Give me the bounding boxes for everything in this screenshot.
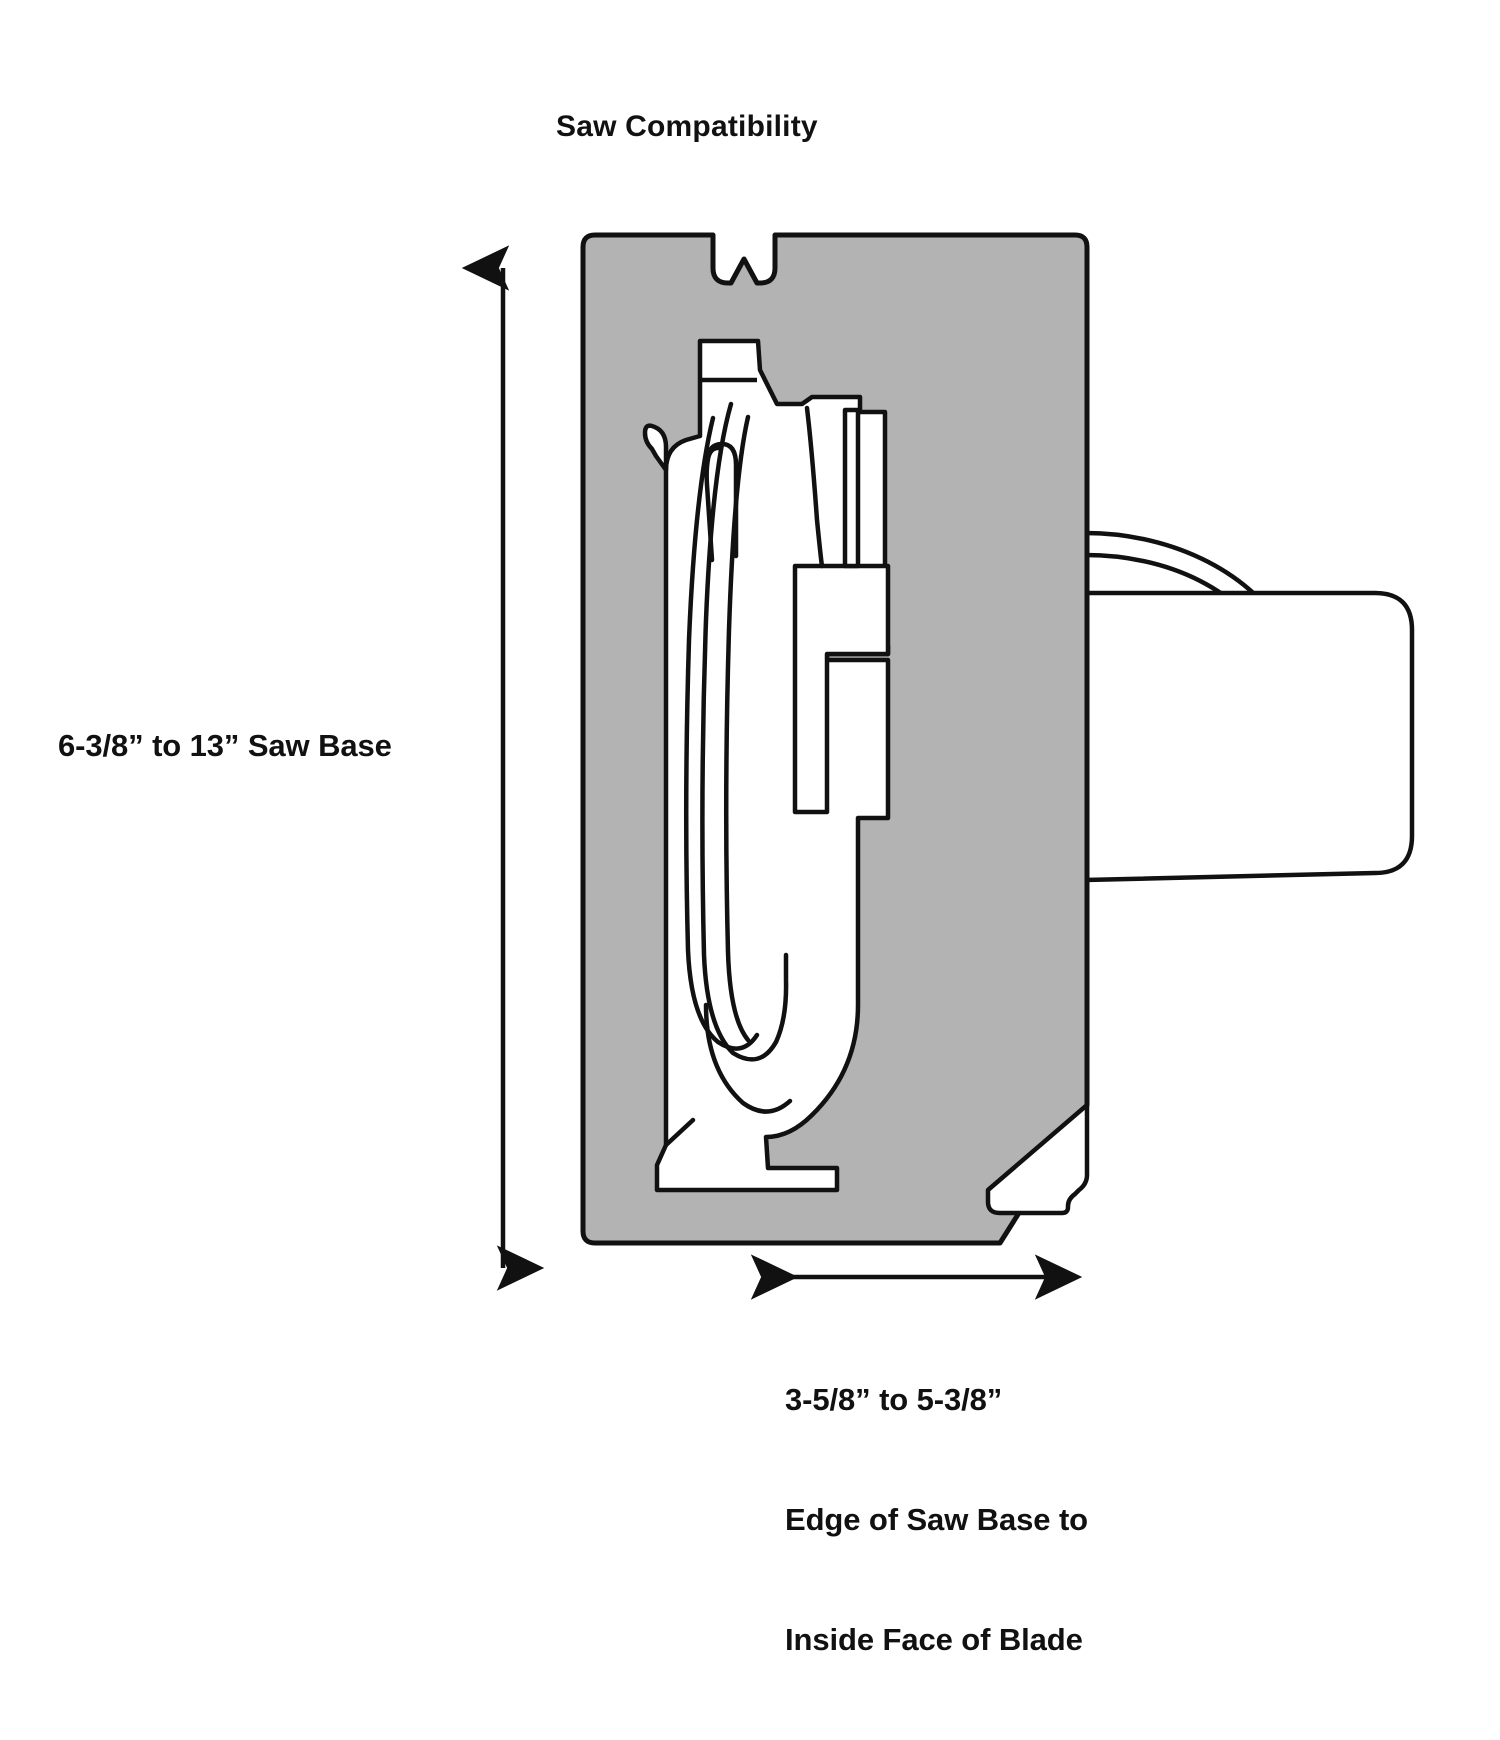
arbor-lobe-outline — [704, 441, 739, 559]
saw-blade-assembly-group — [642, 338, 891, 1193]
guard-lower-curve — [703, 1002, 793, 1114]
blade-inner-line-1 — [683, 415, 760, 1051]
horizontal-dimension-caption: 3-5/8” to 5-3/8” Edge of Saw Base to Ins… — [785, 1300, 1088, 1740]
guard-left-lug — [642, 423, 669, 473]
motor-housing — [1082, 590, 1415, 883]
saw-compatibility-illustration — [461, 232, 1415, 1300]
saw-compatibility-diagram: Saw Compatibility 6-3/8” to 13” Saw Base… — [58, 110, 1415, 1657]
horizontal-dimension-line-3: Inside Face of Blade — [785, 1622, 1083, 1657]
rear-foot-group — [985, 1102, 1090, 1216]
vertical-dimension-label: 6-3/8” to 13” Saw Base — [58, 728, 392, 763]
horizontal-dimension-line-1: 3-5/8” to 5-3/8” — [785, 1382, 1003, 1417]
guard-bracket-strip — [842, 407, 861, 569]
page-title: Saw Compatibility — [556, 110, 818, 143]
guard-foot-bevel — [663, 1117, 696, 1148]
guard-inner-taper — [804, 405, 825, 569]
motor-assembly-group — [1082, 530, 1415, 883]
arbor-housing — [792, 563, 891, 815]
horizontal-dimension-line-2: Edge of Saw Base to — [785, 1502, 1088, 1537]
rear-foot — [985, 1102, 1090, 1216]
